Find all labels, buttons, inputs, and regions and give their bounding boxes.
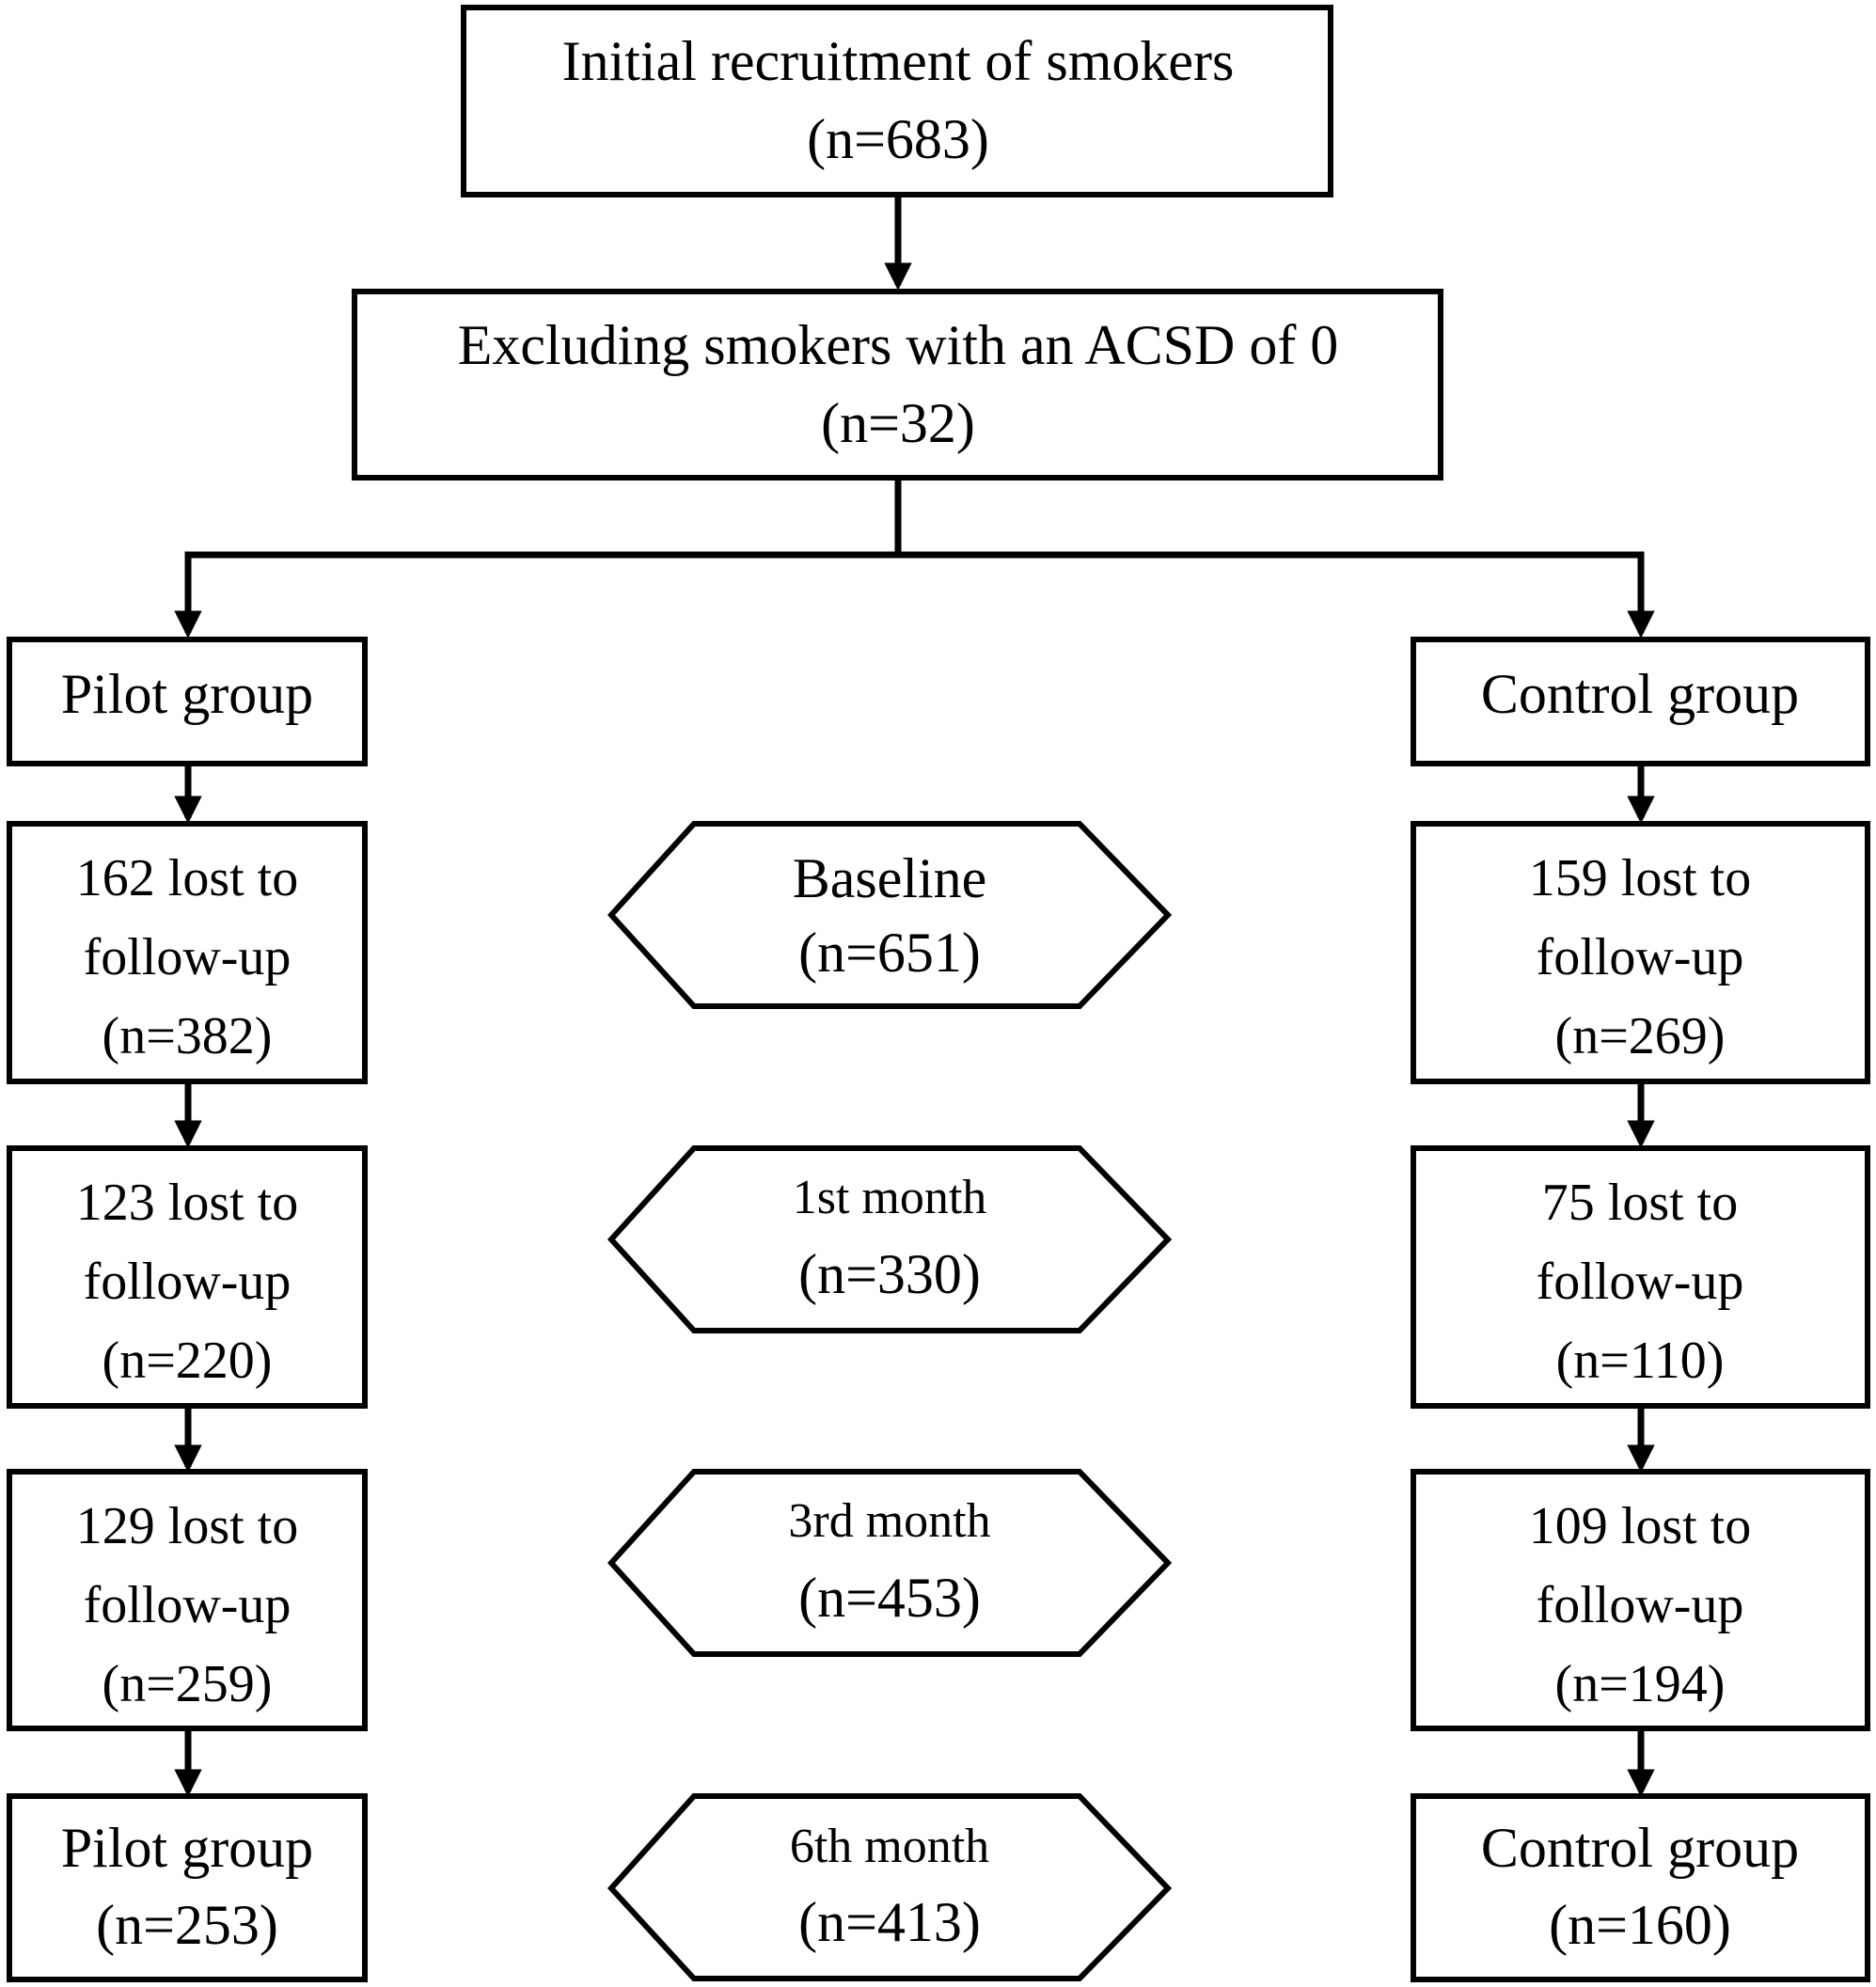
branch-connector-right bbox=[898, 551, 1655, 639]
control-followup-label: follow-up bbox=[1537, 1253, 1744, 1311]
pilot-followup-label: follow-up bbox=[84, 928, 292, 986]
control-followup-label: follow-up bbox=[1537, 1576, 1744, 1634]
pilot-followup-label: follow-up bbox=[84, 1253, 292, 1311]
stage-count: (n=330) bbox=[798, 1243, 981, 1305]
pilot-final-count: (n=253) bbox=[96, 1894, 278, 1956]
stage-name: 3rd month bbox=[788, 1494, 990, 1548]
control-final-title: Control group bbox=[1481, 1817, 1799, 1879]
stage-count: (n=413) bbox=[798, 1891, 981, 1953]
stage-name: Baseline bbox=[793, 847, 987, 909]
control-lost-count: 75 lost to bbox=[1542, 1174, 1738, 1232]
stage-hexagon: 3rd month (n=453) bbox=[607, 1469, 1173, 1657]
stage-hexagon: 6th month (n=413) bbox=[607, 1793, 1173, 1981]
pilot-step-box: 129 lost to follow-up (n=259) bbox=[7, 1469, 368, 1731]
exclusion-box: Excluding smokers with an ACSD of 0 (n=3… bbox=[352, 289, 1443, 481]
pilot-final-box: Pilot group (n=253) bbox=[7, 1793, 368, 1982]
control-lost-count: 109 lost to bbox=[1529, 1497, 1751, 1555]
control-remaining-count: (n=110) bbox=[1556, 1332, 1725, 1390]
pilot-lost-count: 123 lost to bbox=[76, 1174, 298, 1232]
pilot-step-box: 123 lost to follow-up (n=220) bbox=[7, 1145, 368, 1409]
control-step-box: 75 lost to follow-up (n=110) bbox=[1411, 1145, 1870, 1409]
control-final-count: (n=160) bbox=[1549, 1894, 1731, 1956]
stage-name: 1st month bbox=[793, 1171, 987, 1224]
stage-hexagon: Baseline (n=651) bbox=[607, 821, 1173, 1009]
control-step-box: 159 lost to follow-up (n=269) bbox=[1411, 821, 1870, 1084]
control-final-box: Control group (n=160) bbox=[1411, 1793, 1870, 1982]
branch-connector bbox=[174, 478, 902, 639]
pilot-group-header-box: Pilot group bbox=[7, 637, 368, 766]
pilot-lost-count: 162 lost to bbox=[76, 849, 298, 907]
control-step-box: 109 lost to follow-up (n=194) bbox=[1411, 1469, 1870, 1731]
recruitment-count: (n=683) bbox=[807, 108, 989, 170]
control-lost-count: 159 lost to bbox=[1529, 849, 1751, 907]
pilot-remaining-count: (n=259) bbox=[102, 1655, 273, 1713]
recruitment-title: Initial recruitment of smokers bbox=[562, 30, 1235, 92]
recruitment-box: Initial recruitment of smokers (n=683) bbox=[461, 5, 1333, 197]
pilot-lost-count: 129 lost to bbox=[76, 1497, 298, 1555]
pilot-final-title: Pilot group bbox=[61, 1817, 313, 1879]
control-remaining-count: (n=194) bbox=[1555, 1655, 1726, 1713]
stage-count: (n=651) bbox=[798, 922, 981, 984]
control-remaining-count: (n=269) bbox=[1555, 1007, 1726, 1065]
pilot-step-box: 162 lost to follow-up (n=382) bbox=[7, 821, 368, 1084]
exclusion-count: (n=32) bbox=[821, 392, 975, 454]
pilot-group-header: Pilot group bbox=[61, 663, 313, 725]
exclusion-title: Excluding smokers with an ACSD of 0 bbox=[458, 314, 1339, 376]
control-group-header: Control group bbox=[1481, 663, 1799, 725]
control-group-header-box: Control group bbox=[1411, 637, 1870, 766]
control-followup-label: follow-up bbox=[1537, 928, 1744, 986]
pilot-followup-label: follow-up bbox=[84, 1576, 292, 1634]
stage-name: 6th month bbox=[790, 1820, 989, 1873]
pilot-remaining-count: (n=220) bbox=[102, 1332, 273, 1390]
stage-count: (n=453) bbox=[798, 1567, 981, 1629]
pilot-remaining-count: (n=382) bbox=[102, 1007, 273, 1065]
stage-hexagon: 1st month (n=330) bbox=[607, 1145, 1173, 1333]
